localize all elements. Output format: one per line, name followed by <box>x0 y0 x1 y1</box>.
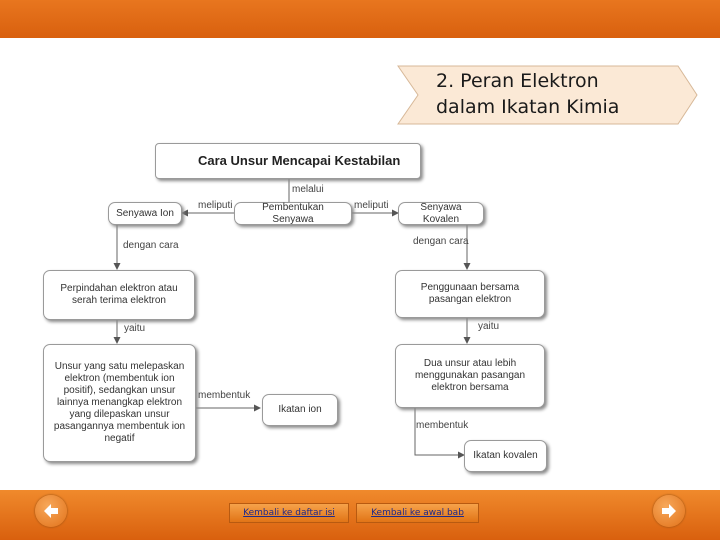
back-to-contents-button[interactable]: Kembali ke daftar isi <box>229 503 349 523</box>
title-line-2: dalam Ikatan Kimia <box>436 96 620 118</box>
box-senyawa-ion: Senyawa Ion <box>108 202 182 225</box>
box-kovalen-method: Penggunaan bersama pasangan elektron <box>395 270 545 318</box>
label-meliputi-right: meliputi <box>354 200 389 211</box>
box-senyawa-kovalen: Senyawa Kovalen <box>398 202 484 225</box>
arrow-left-icon <box>44 504 58 518</box>
box-ion-description: Unsur yang satu melepaskan elektron (mem… <box>43 344 196 462</box>
title-line-1: 2. Peran Elektron <box>436 70 599 92</box>
label-meliputi-left: meliputi <box>198 200 233 211</box>
label-dengan-cara-left: dengan cara <box>123 240 179 251</box>
label-yaitu-left: yaitu <box>124 323 146 334</box>
label-melalui: melalui <box>292 184 324 195</box>
label-dengan-cara-right: dengan cara <box>413 236 469 247</box>
box-kovalen-description: Dua unsur atau lebih menggunakan pasanga… <box>395 344 545 408</box>
next-button[interactable] <box>653 495 685 527</box>
label-membentuk-left: membentuk <box>198 390 251 401</box>
main-concept-box: Cara Unsur Mencapai Kestabilan <box>155 143 421 179</box>
prev-button[interactable] <box>35 495 67 527</box>
page-title: 2. Peran Elektron dalam Ikatan Kimia <box>436 68 696 120</box>
label-yaitu-right: yaitu <box>478 321 500 332</box>
arrow-right-icon <box>662 504 676 518</box>
box-ikatan-kovalen: Ikatan kovalen <box>464 440 547 472</box>
box-pembentukan-senyawa: Pembentukan Senyawa <box>234 202 352 225</box>
back-to-chapter-start-button[interactable]: Kembali ke awal bab <box>356 503 479 523</box>
label-membentuk-right: membentuk <box>416 420 469 431</box>
box-ikatan-ion: Ikatan ion <box>262 394 338 426</box>
box-ion-method: Perpindahan elektron atau serah terima e… <box>43 270 195 320</box>
top-bar <box>0 0 720 38</box>
